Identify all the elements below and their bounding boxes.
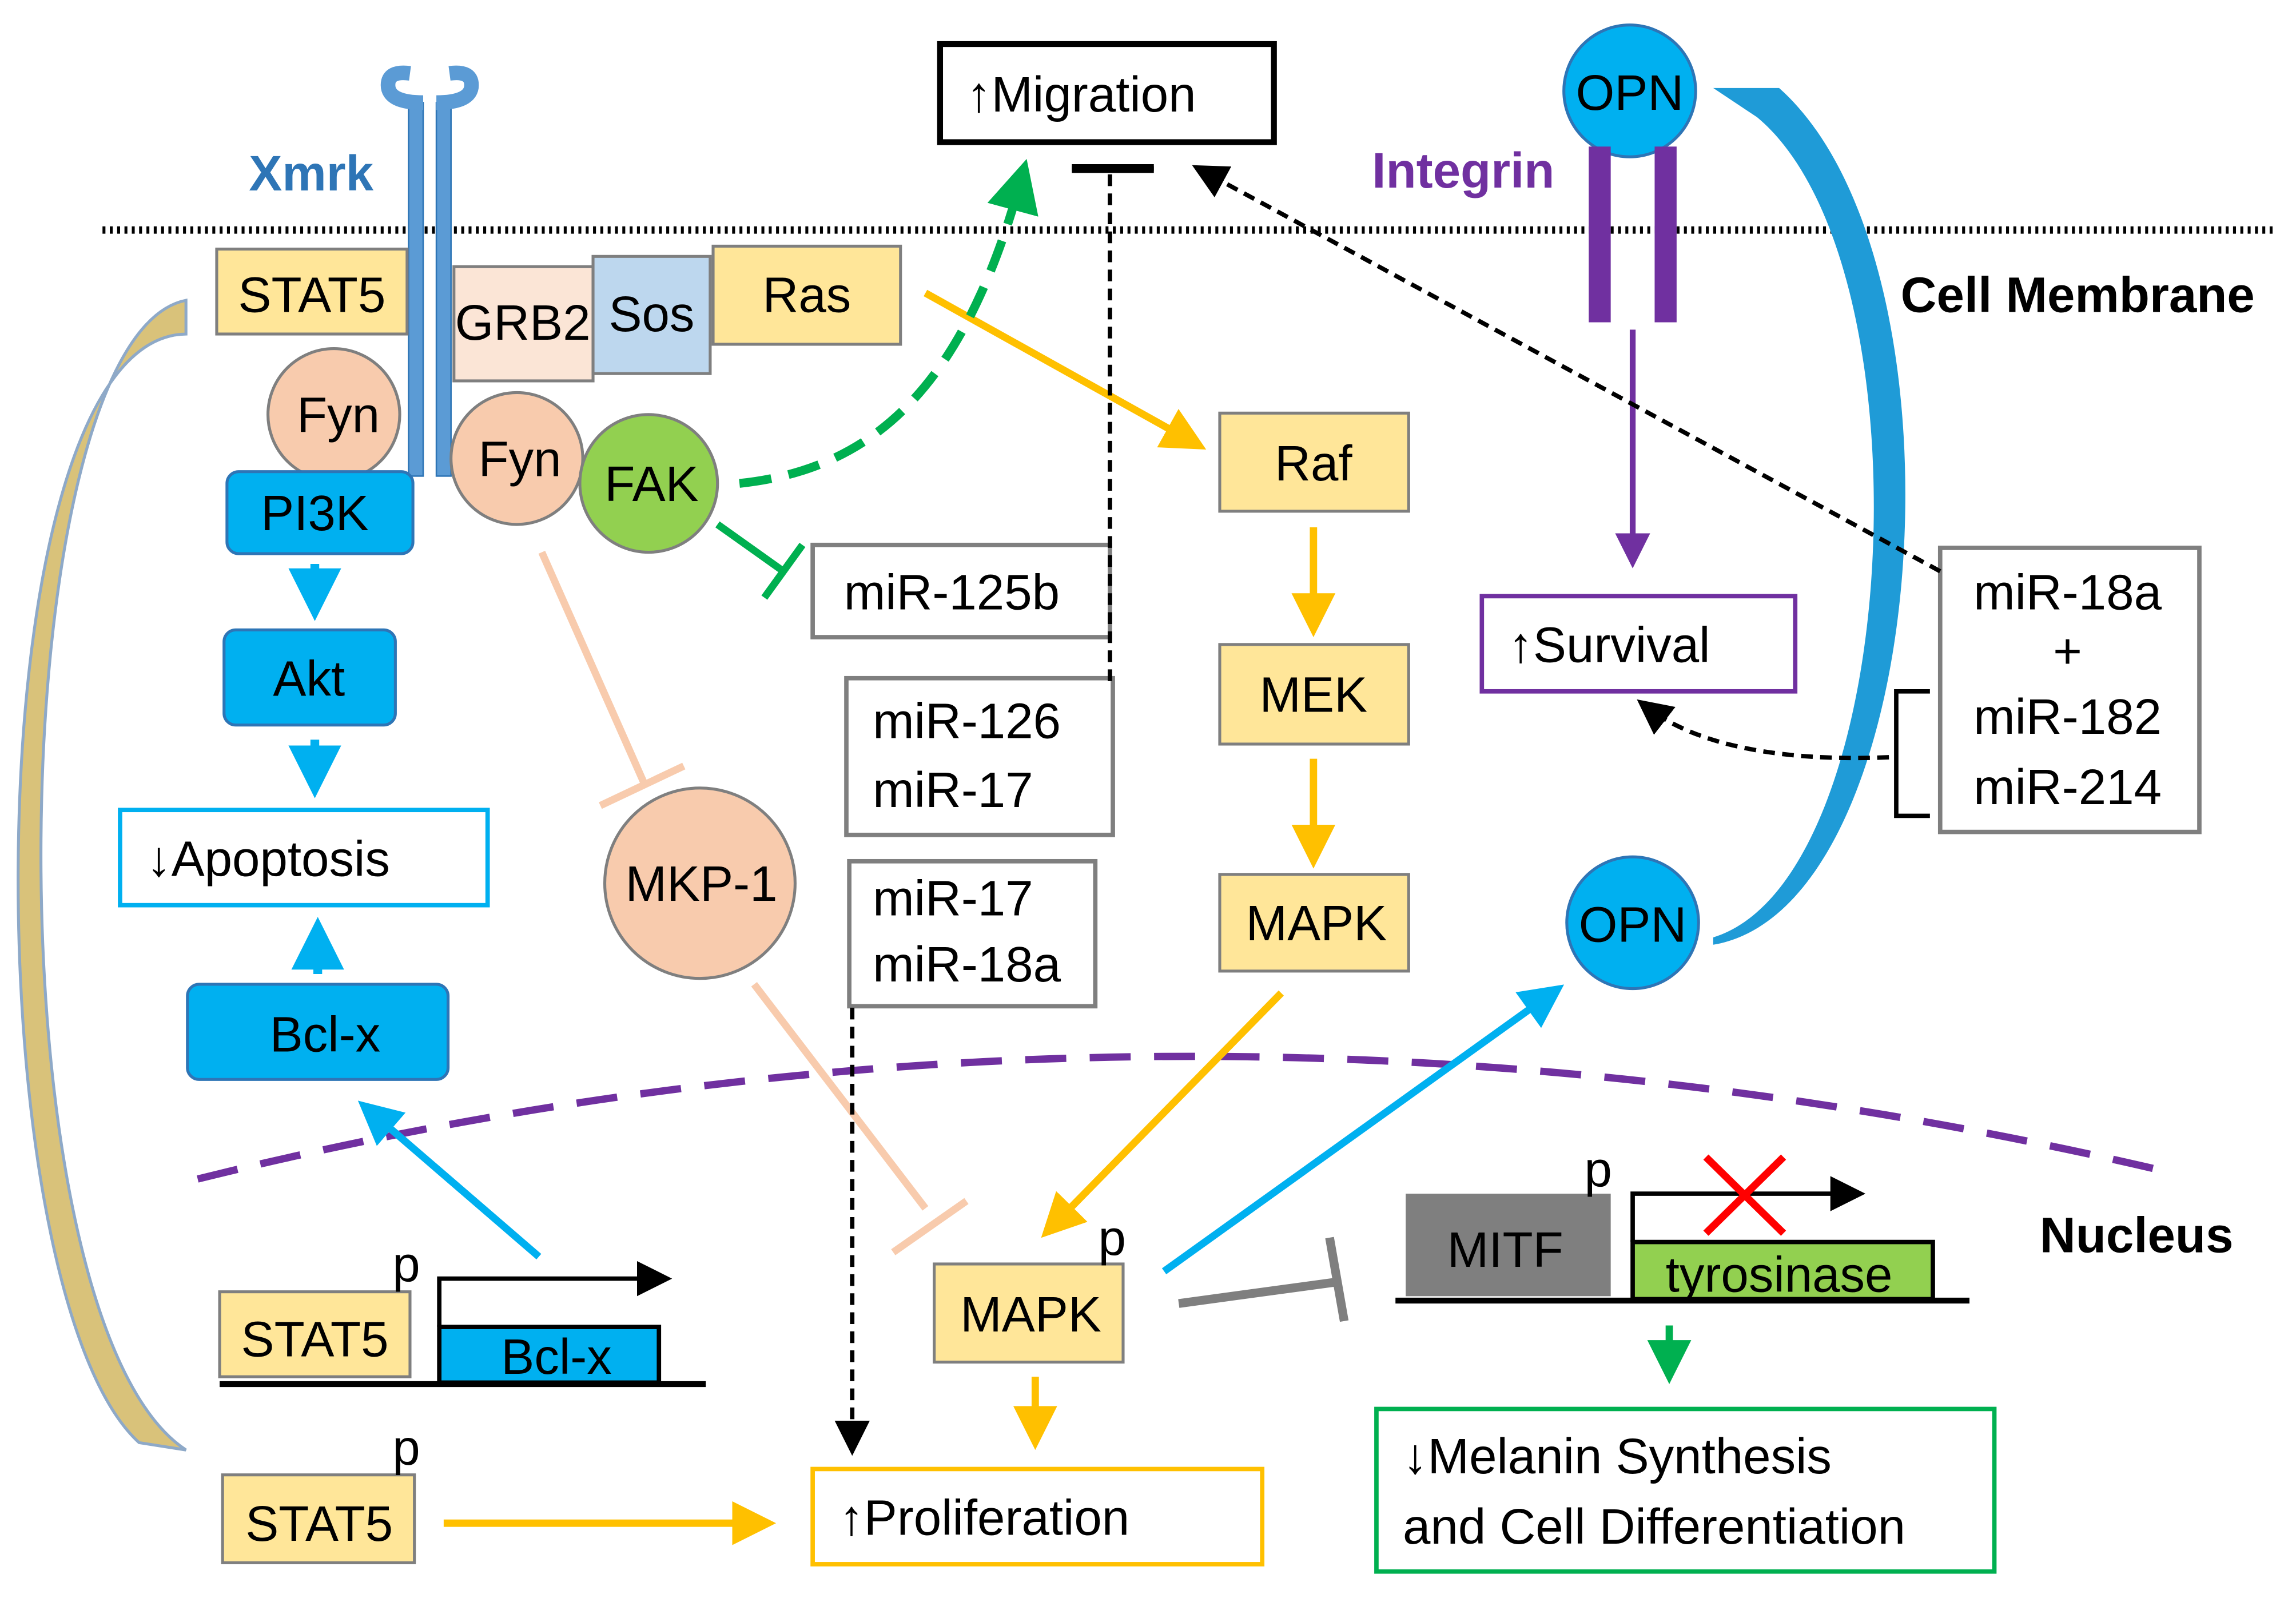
- svg-text:MEK: MEK: [1260, 667, 1368, 723]
- svg-text:↑Proliferation: ↑Proliferation: [839, 1490, 1129, 1546]
- svg-text:p: p: [392, 1420, 420, 1476]
- node-mek: MEK: [1218, 643, 1410, 746]
- svg-text:p: p: [392, 1237, 420, 1293]
- svg-text:miR-18a: miR-18a: [1973, 565, 2162, 620]
- svg-text:miR-17: miR-17: [873, 871, 1033, 927]
- svg-text:miR-182: miR-182: [1973, 689, 2162, 745]
- svg-text:Ras: Ras: [762, 268, 851, 323]
- svg-text:STAT5: STAT5: [238, 268, 385, 323]
- svg-text:MAPK: MAPK: [960, 1287, 1101, 1342]
- svg-text:Bcl-x: Bcl-x: [501, 1329, 611, 1385]
- node-fak: FAK: [578, 413, 719, 554]
- mirna-box-mir126-mir17: miR-126 miR-17: [844, 675, 1115, 837]
- svg-text:Fyn: Fyn: [297, 388, 380, 443]
- melanin-box: ↓Melanin Synthesis and Cell Differentiati…: [1374, 1406, 1997, 1574]
- svg-text:OPN: OPN: [1576, 65, 1684, 121]
- mirna-box-cluster: miR-18a + miR-182 miR-214: [1937, 546, 2202, 834]
- cell-membrane-label: Cell Membrane: [1901, 268, 2255, 323]
- opn-secretion-arrow: [1713, 88, 1905, 945]
- stat5-translocation-arrow: [17, 298, 188, 1452]
- svg-text:tyrosinase: tyrosinase: [1666, 1247, 1893, 1303]
- svg-text:p: p: [1585, 1142, 1612, 1197]
- svg-text:MKP-1: MKP-1: [626, 856, 778, 912]
- svg-text:Fyn: Fyn: [478, 431, 561, 487]
- svg-text:MAPK: MAPK: [1246, 896, 1387, 951]
- node-fyn-1: Fyn: [266, 347, 401, 482]
- svg-text:MITF: MITF: [1447, 1222, 1563, 1278]
- node-ras: Ras: [711, 244, 902, 346]
- mirna-box-mir125b: miR-125b: [810, 542, 1112, 639]
- svg-text:PI3K: PI3K: [261, 486, 369, 541]
- migration-box: ↑Migration: [937, 41, 1277, 145]
- xmrk-receptor: [380, 65, 479, 477]
- node-pi3k: PI3K: [225, 470, 415, 555]
- node-fyn-2: Fyn: [449, 391, 584, 526]
- integrin-label: Integrin: [1372, 143, 1554, 198]
- svg-text:STAT5: STAT5: [245, 1496, 393, 1552]
- svg-text:Bcl-x: Bcl-x: [270, 1007, 380, 1063]
- svg-text:↓Melanin Synthesis: ↓Melanin Synthesis: [1403, 1429, 1832, 1484]
- blocked-x-icon: [1703, 1154, 1786, 1236]
- svg-text:+: +: [2053, 623, 2082, 679]
- node-opn-low: OPN: [1565, 855, 1700, 991]
- integrin-receptor: [1589, 146, 1677, 323]
- svg-text:miR-214: miR-214: [1973, 760, 2162, 815]
- svg-text:miR-18a: miR-18a: [873, 937, 1061, 992]
- svg-text:OPN: OPN: [1579, 897, 1687, 953]
- node-mkp1: MKP-1: [603, 786, 797, 980]
- node-opn-top: OPN: [1562, 23, 1697, 158]
- node-akt: Akt: [222, 628, 397, 727]
- svg-text:FAK: FAK: [604, 456, 699, 512]
- svg-text:GRB2: GRB2: [455, 295, 591, 351]
- nucleus-label: Nucleus: [2040, 1208, 2234, 1263]
- node-stat5-top: STAT5: [215, 247, 409, 336]
- bclx-gene: STAT5 p Bcl-x: [218, 1237, 706, 1388]
- cluster-bracket: [1894, 689, 1930, 818]
- mirna-box-mir17-mir18a: miR-17 miR-18a: [847, 858, 1098, 1009]
- svg-text:miR-17: miR-17: [873, 762, 1033, 818]
- edges: [288, 158, 1941, 1545]
- svg-text:↓Apoptosis: ↓Apoptosis: [146, 831, 390, 887]
- node-raf: Raf: [1218, 411, 1410, 513]
- nuclear-envelope: [197, 1052, 2168, 1183]
- node-mapk-nucleus: MAPK p: [933, 1211, 1126, 1364]
- svg-text:↑Migration: ↑Migration: [966, 67, 1196, 122]
- svg-text:Akt: Akt: [273, 651, 345, 706]
- svg-text:Sos: Sos: [608, 287, 694, 342]
- svg-text:miR-125b: miR-125b: [844, 565, 1060, 620]
- node-stat5-bottom: STAT5 p: [221, 1420, 420, 1564]
- svg-text:STAT5: STAT5: [241, 1311, 389, 1367]
- node-grb2: GRB2: [452, 265, 595, 383]
- node-mapk: MAPK: [1218, 873, 1410, 973]
- xmrk-label: Xmrk: [249, 146, 373, 201]
- svg-text:Raf: Raf: [1275, 436, 1352, 491]
- node-sos: Sos: [591, 255, 712, 375]
- tyrosinase-gene: MITF p tyrosinase: [1395, 1142, 1969, 1304]
- survival-box: ↑Survival: [1479, 594, 1798, 694]
- svg-text:miR-126: miR-126: [873, 694, 1061, 749]
- proliferation-box: ↑Proliferation: [810, 1466, 1265, 1567]
- svg-text:↑Survival: ↑Survival: [1508, 618, 1710, 673]
- svg-text:and Cell Differentiation: and Cell Differentiation: [1403, 1499, 1905, 1555]
- svg-text:p: p: [1098, 1211, 1125, 1266]
- node-bclx: Bcl-x: [186, 983, 450, 1081]
- apoptosis-box: ↓Apoptosis: [118, 808, 490, 908]
